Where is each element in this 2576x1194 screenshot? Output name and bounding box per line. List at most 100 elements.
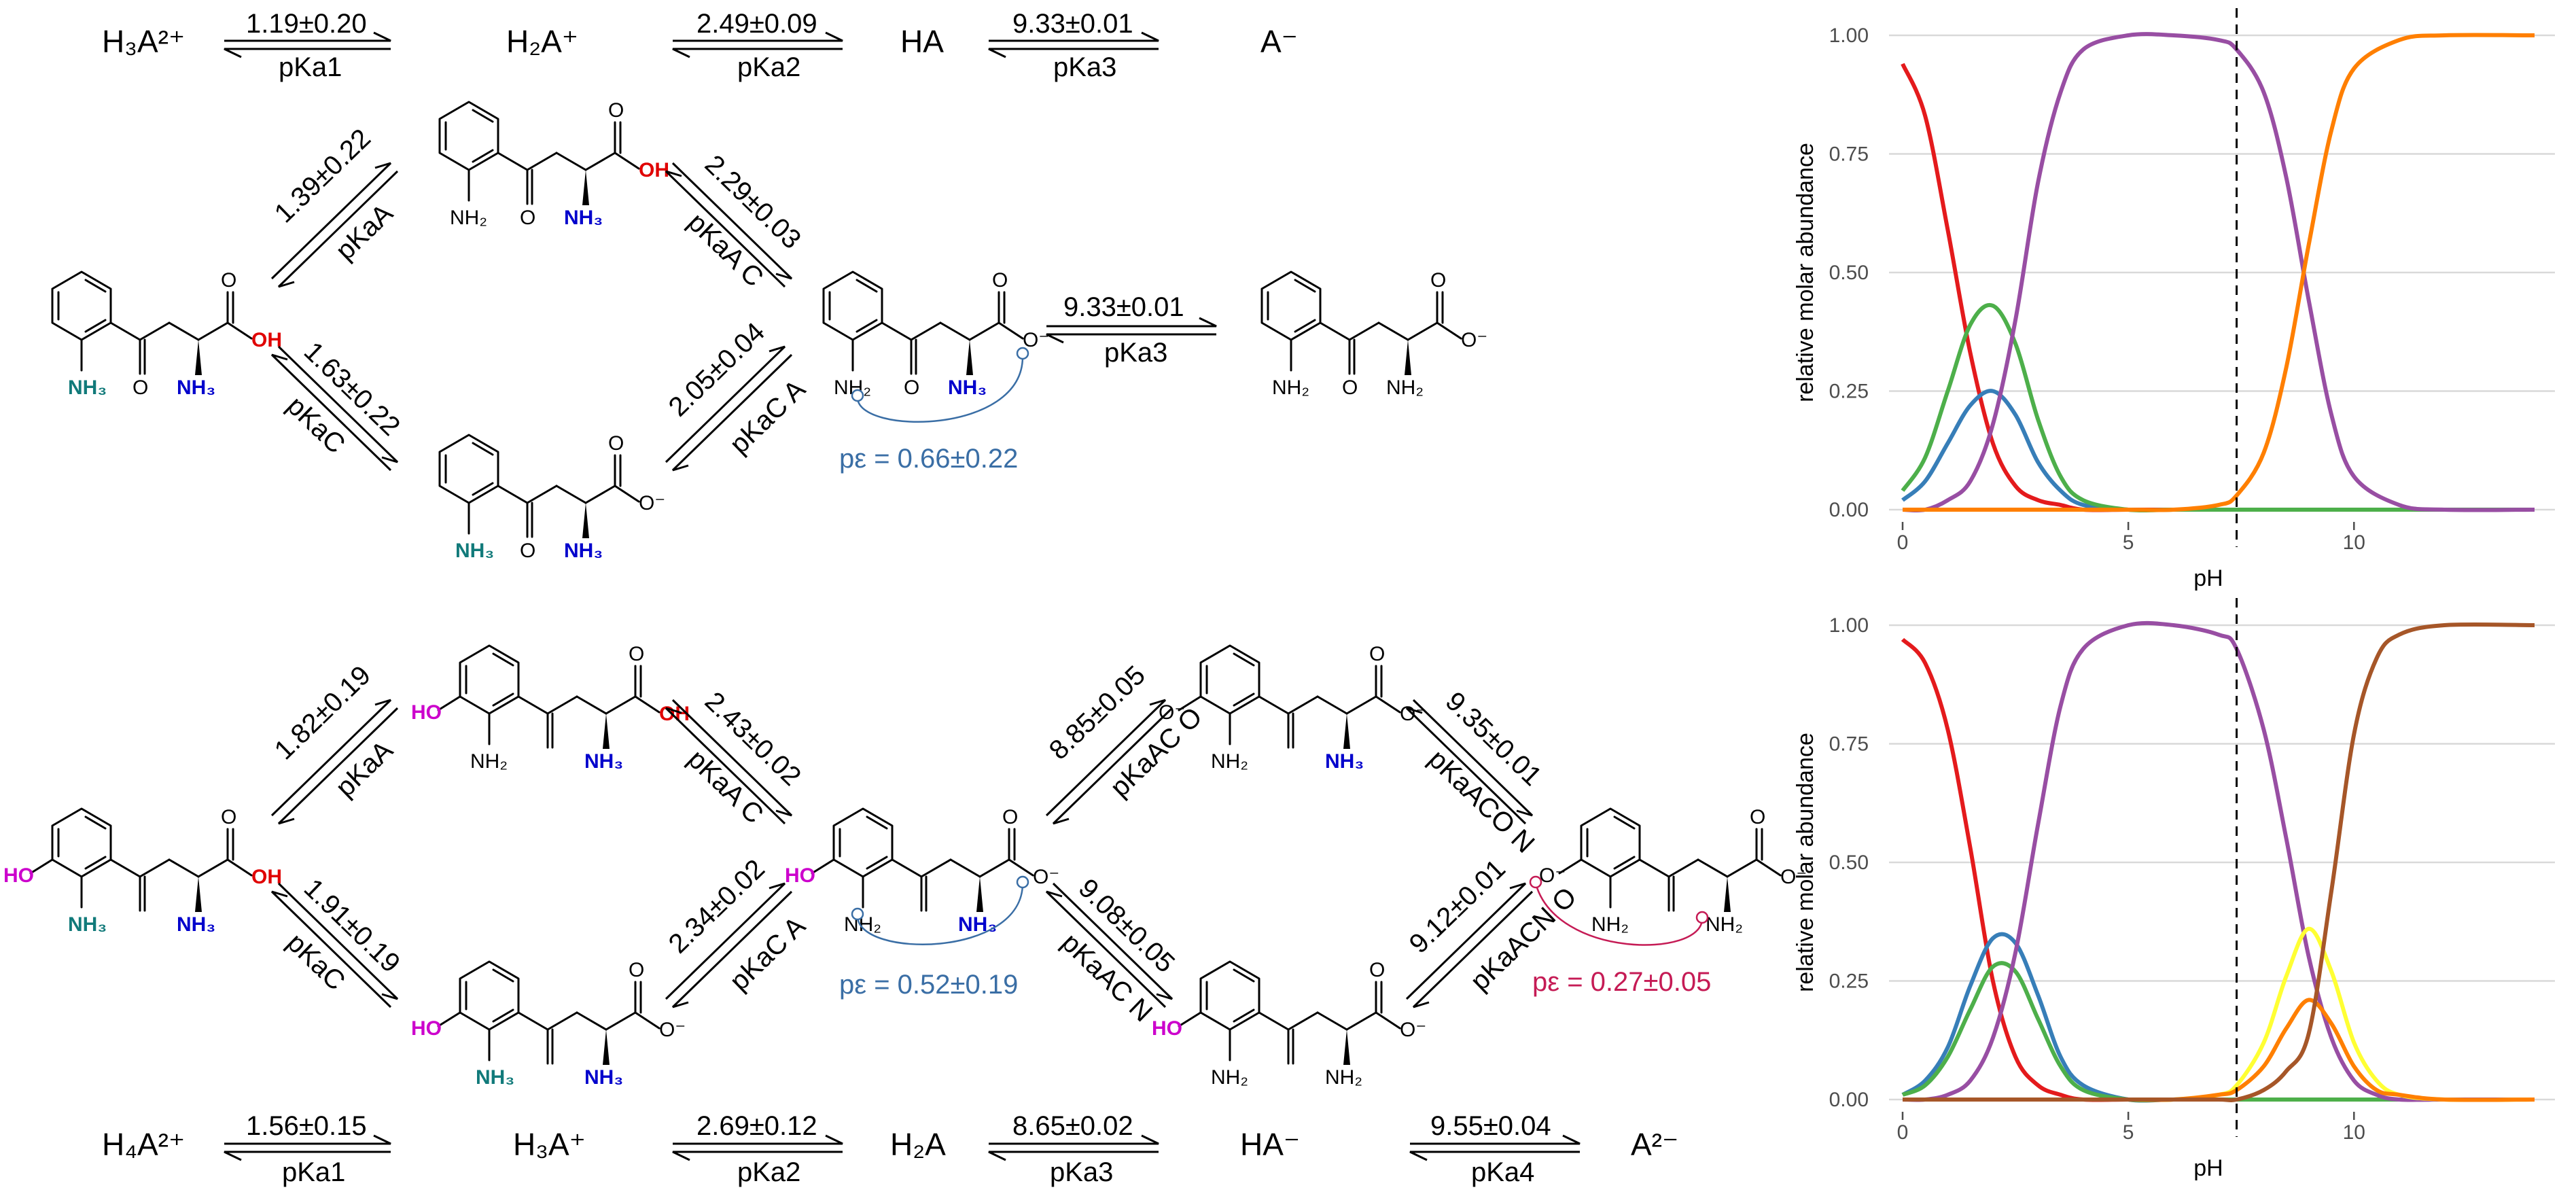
equilibrium-arrow <box>988 31 1159 58</box>
epsilon-value: pε = 0.66±0.22 <box>839 444 1018 474</box>
pka-value: 2.49±0.09 <box>696 9 817 39</box>
x-tick-label: 0 <box>1897 1121 1909 1144</box>
pka-value: 2.69±0.12 <box>696 1111 817 1141</box>
amine-label: NH₂ <box>1211 750 1248 773</box>
carbonyl-o: O <box>629 959 644 981</box>
species-h2a: H₂A <box>890 1127 946 1162</box>
series-line-2 <box>1901 961 2535 1103</box>
x-tick-label: 10 <box>2343 531 2365 554</box>
pka-label: pKaAC O <box>1105 701 1208 803</box>
epsilon-arc: pε = 0.52±0.19 <box>839 875 1029 1000</box>
species-h2a: H₂A⁺ <box>506 24 578 59</box>
amine-label: NH₃ <box>584 1066 623 1089</box>
carbonyl-o: O <box>221 806 236 828</box>
micro-arrow: 9.08±0.05 pKaAC N <box>1045 873 1180 1028</box>
pka-value: 9.33±0.01 <box>1063 292 1184 322</box>
pka-label: pKa4 <box>1471 1157 1534 1187</box>
micro-arrow: 1.82±0.19 pKaA <box>269 660 399 825</box>
carboxylate: O⁻ <box>659 1019 686 1041</box>
micro-arrow: 9.35±0.01 pKaACO N <box>1405 686 1547 859</box>
molecule-zwitter-bottom: NH₃ NH₃ O O⁻ O <box>438 432 665 562</box>
carbonyl-o: O <box>629 643 644 665</box>
x-tick-label: 5 <box>2123 531 2134 554</box>
series-line-4 <box>1903 926 2535 1102</box>
molecule-2: HO NH₃ NH₃ O⁻ O <box>411 959 686 1089</box>
y-tick-label: 0.75 <box>1829 733 1869 756</box>
y-tick-label: 0.00 <box>1829 1089 1869 1111</box>
species-ha: HA <box>900 24 944 59</box>
carboxylate: O⁻ <box>1400 1019 1426 1041</box>
anilinium-label: NH₃ <box>68 913 107 936</box>
pka-label: pKa3 <box>1104 338 1167 368</box>
ketone-o: O <box>520 207 535 229</box>
carbonyl-o: O <box>1369 959 1385 981</box>
x-axis-title: pH <box>2193 1155 2223 1181</box>
amine-label: NH₂ <box>1386 376 1424 399</box>
y-tick-label: 1.00 <box>1829 614 1869 637</box>
pka-label: pKaC A <box>724 911 811 996</box>
amine-label: NH₂ <box>1272 376 1309 399</box>
molecule-cation: HO NH₃ NH₃ OH O <box>3 806 282 936</box>
molecule-cation: NH₃ NH₃ O OH O <box>51 269 282 399</box>
pka-label: pKaC <box>281 928 351 996</box>
carboxylate: O⁻ <box>1023 329 1049 351</box>
carbonyl-o: O <box>608 99 624 122</box>
pka-label: pKa3 <box>1053 52 1116 82</box>
pka-value: 2.05±0.04 <box>663 317 771 422</box>
anilinium-label: NH₃ <box>68 376 107 399</box>
series-line-0 <box>1901 63 2535 512</box>
acid-oh: OH <box>639 159 669 181</box>
species-a: A⁻ <box>1260 24 1298 59</box>
phenol-oh: HO <box>411 1017 442 1040</box>
y-tick-label: 0.25 <box>1829 381 1869 403</box>
molecule-4: O⁻ NH₂ NH₃ O⁻ O <box>1159 643 1426 773</box>
x-tick-label: 0 <box>1897 531 1909 554</box>
carbonyl-o: O <box>221 269 236 292</box>
pka-value: 9.55±0.04 <box>1430 1111 1551 1141</box>
amine-label: NH₃ <box>584 750 623 773</box>
amine-label: NH₃ <box>177 376 215 399</box>
y-axis-title: relative molar abundance <box>1793 733 1818 992</box>
x-tick-label: 5 <box>2123 1121 2134 1144</box>
y-tick-label: 0.50 <box>1829 262 1869 284</box>
carbonyl-o: O <box>1369 643 1385 665</box>
pka-value: 8.65±0.02 <box>1012 1111 1133 1141</box>
equilibrium-arrow: 9.33±0.01 pKa3 <box>1046 292 1217 368</box>
y-tick-label: 0.75 <box>1829 143 1869 166</box>
pka-label: pKaA <box>330 735 399 803</box>
pka-label: pKa2 <box>737 1157 800 1187</box>
molecule-neutral: NH₂ NH₃ O O⁻ O <box>822 269 1049 399</box>
amine-label: NH₃ <box>1325 750 1364 773</box>
amine-label: NH₂ <box>1325 1066 1362 1089</box>
ketone-o: O <box>133 376 148 399</box>
species-ha: HA⁻ <box>1240 1127 1300 1162</box>
amine-label: NH₃ <box>564 207 603 229</box>
pka-value: 1.39±0.22 <box>269 123 376 228</box>
acid-oh: OH <box>251 329 282 351</box>
micro-arrow: 1.39±0.22 pKaA <box>269 123 399 288</box>
amine-label: NH₃ <box>177 913 215 936</box>
species-a: A²⁻ <box>1631 1127 1678 1162</box>
equilibrium-arrow <box>988 1134 1159 1161</box>
pka-value: 1.56±0.15 <box>246 1111 367 1141</box>
molecule-zwitter-top: NH₂ NH₃ O OH O <box>438 99 669 229</box>
carbonyl-o: O <box>1002 806 1018 828</box>
carbonyl-o: O <box>608 432 624 455</box>
micro-arrow: 2.29±0.03 pKaA C <box>665 150 807 293</box>
pka-value: 1.82±0.19 <box>269 660 376 765</box>
molecule-1: HO NH₂ NH₃ OH O <box>411 643 690 773</box>
pka-value: 9.33±0.01 <box>1012 9 1133 39</box>
equilibrium-arrow <box>672 1134 843 1161</box>
phenol-oh: HO <box>3 864 34 887</box>
series-line-3 <box>1902 32 2535 513</box>
y-axis-title: relative molar abundance <box>1793 143 1818 402</box>
series-line-5 <box>1903 998 2535 1102</box>
equilibrium-arrow <box>224 1134 391 1161</box>
equilibrium-arrow <box>672 31 843 58</box>
amine-label: NH₃ <box>958 913 997 936</box>
y-tick-label: 0.50 <box>1829 851 1869 874</box>
series-line-4 <box>1903 33 2535 512</box>
